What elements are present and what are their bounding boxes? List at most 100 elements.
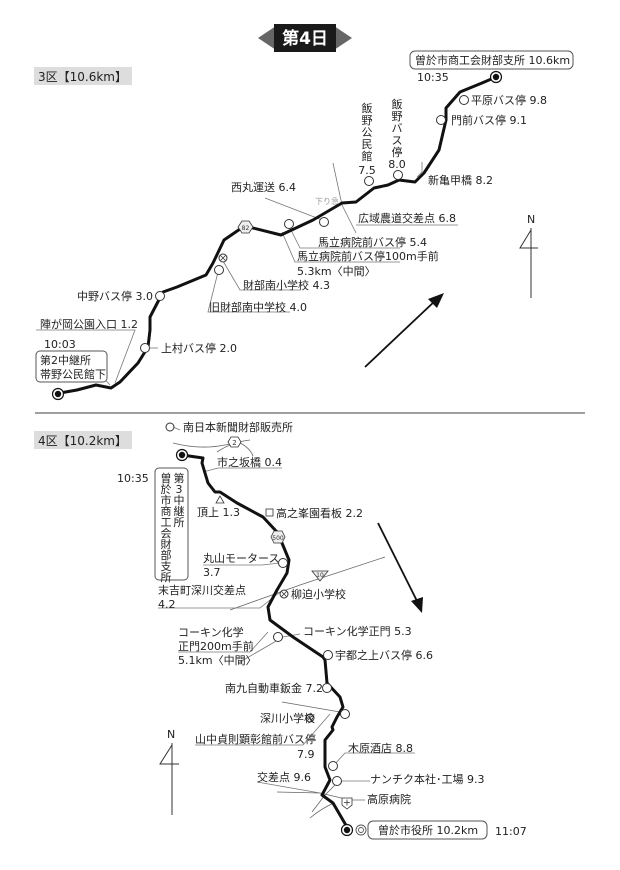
label-hirabaru: 平原バス停 9.8 xyxy=(471,93,547,107)
checkpoint-nanchiku xyxy=(332,776,342,786)
svg-text:中: 中 xyxy=(174,494,185,507)
svg-text:曽: 曽 xyxy=(161,471,172,485)
section3-finish-label: 曽於市商工会財部支所 10.6km xyxy=(415,53,570,67)
label-minaminihon: 南日本新聞財部販売所 xyxy=(183,420,293,434)
section4-leader-lines xyxy=(158,426,415,801)
checkpoint-kihara xyxy=(328,761,338,771)
label-umatate: 馬立病院前バス停 5.4 xyxy=(318,235,427,249)
svg-text:於: 於 xyxy=(161,482,172,496)
svg-text:10: 10 xyxy=(316,572,324,579)
svg-text:継: 継 xyxy=(174,504,185,518)
label-jingaoka: 陣が岡公園入口 1.2 xyxy=(40,317,138,331)
section4-start-box xyxy=(154,467,189,581)
checkpoint-nishimaru xyxy=(319,217,329,227)
checkpoint-iino-bus xyxy=(393,170,403,180)
label-nanchiku: ナンチク本社･工場 9.3 xyxy=(370,772,485,786)
svg-text:500: 500 xyxy=(272,535,284,542)
svg-text:2: 2 xyxy=(232,439,236,447)
checkpoint-yamanaka xyxy=(340,709,350,719)
route-2-shield-icon: 2 xyxy=(227,436,242,448)
svg-text:工: 工 xyxy=(161,516,172,529)
label-kudari: 下り急 xyxy=(315,196,339,206)
svg-text:ス: ス xyxy=(392,134,403,147)
svg-text:N: N xyxy=(527,213,535,226)
checkpoint-minaminihon xyxy=(165,422,175,432)
day-title: 第4日 xyxy=(282,28,328,49)
hospital-icon xyxy=(341,797,353,810)
label-monzen: 門前バス停 9.1 xyxy=(451,113,527,127)
svg-text:支: 支 xyxy=(161,560,172,573)
section3-label: 3区【10.6km】 xyxy=(38,70,127,84)
label-utsunoue: 宇都之上バス停 6.6 xyxy=(335,648,433,662)
svg-text:民: 民 xyxy=(362,138,373,151)
section4-roads xyxy=(172,439,386,819)
section4-start-relay: 第 3 中 継 所 xyxy=(174,471,185,529)
section4-route xyxy=(180,453,349,829)
label-nishimaru: 西丸運送 6.4 xyxy=(231,180,296,194)
svg-text:所: 所 xyxy=(161,571,172,584)
svg-text:館: 館 xyxy=(362,149,373,163)
label-yamanaka-km: 7.9 xyxy=(297,748,315,761)
svg-text:市: 市 xyxy=(161,493,172,507)
checkpoint-monzen xyxy=(436,115,446,125)
label-umatate-100: 馬立病院前バス停100m手前 xyxy=(297,249,439,263)
label-midpoint-s4: 5.1km〈中間〉 xyxy=(178,654,257,667)
direction-arrow-icon xyxy=(377,522,423,613)
label-yamanaka: 山中貞則顕彰館前バス停 xyxy=(195,732,316,746)
label-takahara: 高原病院 xyxy=(367,792,411,806)
section4-label-bg xyxy=(34,431,132,449)
label-takanomine: 高之峯園看板 2.2 xyxy=(276,506,363,520)
section3-start-name-1: 第2中継所 xyxy=(40,353,91,367)
label-kokin-200-1: コーキン化学 xyxy=(178,625,244,639)
label-chojo: 頂上 1.3 xyxy=(197,506,240,519)
section4-finish-box xyxy=(367,820,488,840)
svg-text:停: 停 xyxy=(392,145,403,159)
label-kosaten: 交差点 9.6 xyxy=(257,770,311,784)
school-icon xyxy=(305,713,315,723)
sign-icon xyxy=(265,508,274,517)
north-compass-icon: N xyxy=(519,213,538,298)
svg-text:商: 商 xyxy=(161,504,172,518)
label-kyu-chugaku: 旧財部南中学校 4.0 xyxy=(209,300,307,314)
label-sueyoshi-km: 4.2 xyxy=(158,598,176,611)
summit-icon xyxy=(215,495,225,504)
checkpoint-nankyu xyxy=(322,683,332,693)
label-iino-bus: 飯 野 バ ス 停 8.0 xyxy=(388,97,406,171)
svg-text:野: 野 xyxy=(362,114,373,127)
label-shogakko: 財部南小学校 4.3 xyxy=(243,278,330,292)
checkpoint-kamimura xyxy=(140,343,150,353)
label-fukagawa: 深川小学校 xyxy=(260,711,315,725)
svg-text:部: 部 xyxy=(161,548,172,562)
school-icon xyxy=(218,253,228,263)
svg-text:財: 財 xyxy=(161,537,172,551)
svg-text:飯: 飯 xyxy=(392,97,403,111)
label-kihara: 木原酒店 8.8 xyxy=(348,741,413,755)
section4-finish-time: 11:07 xyxy=(495,825,527,838)
section4-finish-label: 曽於市役所 10.2km xyxy=(378,823,478,837)
route-82-shield-icon: 82 xyxy=(237,220,254,234)
section3-start-time: 10:03 xyxy=(44,338,76,351)
direction-arrow-icon xyxy=(364,293,444,368)
school-icon xyxy=(279,589,289,599)
section3-start-marker xyxy=(51,387,65,401)
label-midpoint-s3: 5.3km〈中間〉 xyxy=(297,265,376,278)
section4-label: 4区【10.2km】 xyxy=(38,434,127,448)
north-compass-icon: N xyxy=(159,728,179,815)
svg-text:飯: 飯 xyxy=(362,101,373,115)
section3-label-bg xyxy=(34,67,132,85)
label-kouiki: 広域農道交差点 6.8 xyxy=(358,211,456,225)
label-nakano: 中野バス停 3.0 xyxy=(77,289,153,303)
section3-finish-time: 10:35 xyxy=(417,71,449,84)
svg-text:野: 野 xyxy=(392,110,403,123)
label-sueyoshi: 末吉町深川交差点 xyxy=(158,583,246,597)
day-title-banner: 第4日 xyxy=(258,24,352,52)
label-maruyama-km: 3.7 xyxy=(203,566,221,579)
svg-text:会: 会 xyxy=(161,527,172,540)
checkpoint-hirabaru xyxy=(459,95,469,105)
section3-start-box xyxy=(35,350,108,383)
section4-start-time: 10:35 xyxy=(117,472,149,485)
svg-text:3: 3 xyxy=(176,483,183,496)
city-office-icon xyxy=(355,824,367,836)
label-nankyu: 南九自動車鈑金 7.2 xyxy=(225,681,323,695)
